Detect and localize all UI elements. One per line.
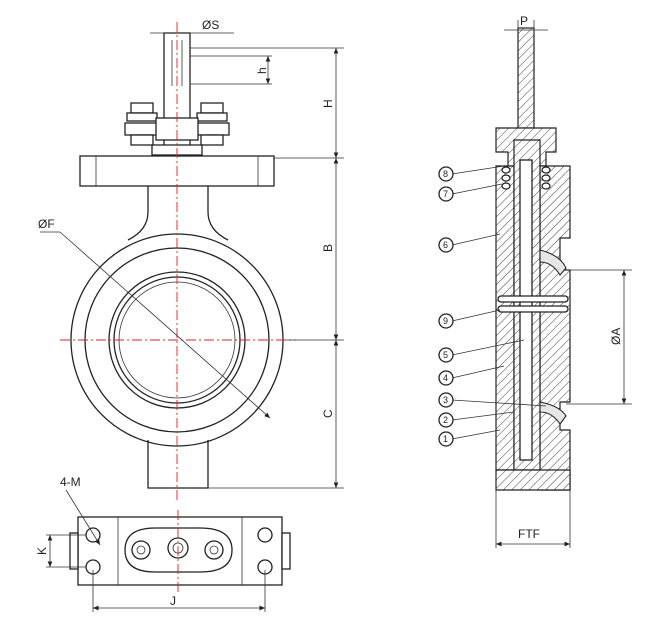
label-dim-P: P [520, 14, 528, 28]
section-view: P ØA FTF 8 7 6 9 5 [438, 14, 632, 548]
part-2: 2 [443, 415, 448, 425]
label-height-C: C [321, 409, 335, 418]
part-3: 3 [443, 395, 448, 405]
label-key-h: h [255, 67, 269, 74]
part-1: 1 [443, 434, 448, 444]
label-dim-J: J [170, 594, 176, 608]
label-bore-F: ØF [38, 217, 55, 231]
label-dim-FTF: FTF [518, 527, 540, 541]
label-height-H: H [321, 99, 335, 108]
part-callouts: 8 7 6 9 5 4 3 2 1 [438, 165, 547, 447]
part-8: 8 [443, 169, 448, 179]
label-dim-K: K [35, 547, 49, 555]
part-9: 9 [443, 316, 448, 326]
part-6: 6 [443, 240, 448, 250]
part-5: 5 [443, 350, 448, 360]
label-dim-A: ØA [609, 328, 623, 345]
label-height-B: B [321, 244, 335, 252]
front-view: ØF ØS h H B C [38, 18, 344, 500]
label-holes: 4-M [60, 475, 81, 489]
bottom-view: 4-M K J [35, 475, 291, 612]
label-stem-dia: ØS [202, 18, 219, 32]
part-7: 7 [443, 189, 448, 199]
part-4: 4 [443, 373, 448, 383]
